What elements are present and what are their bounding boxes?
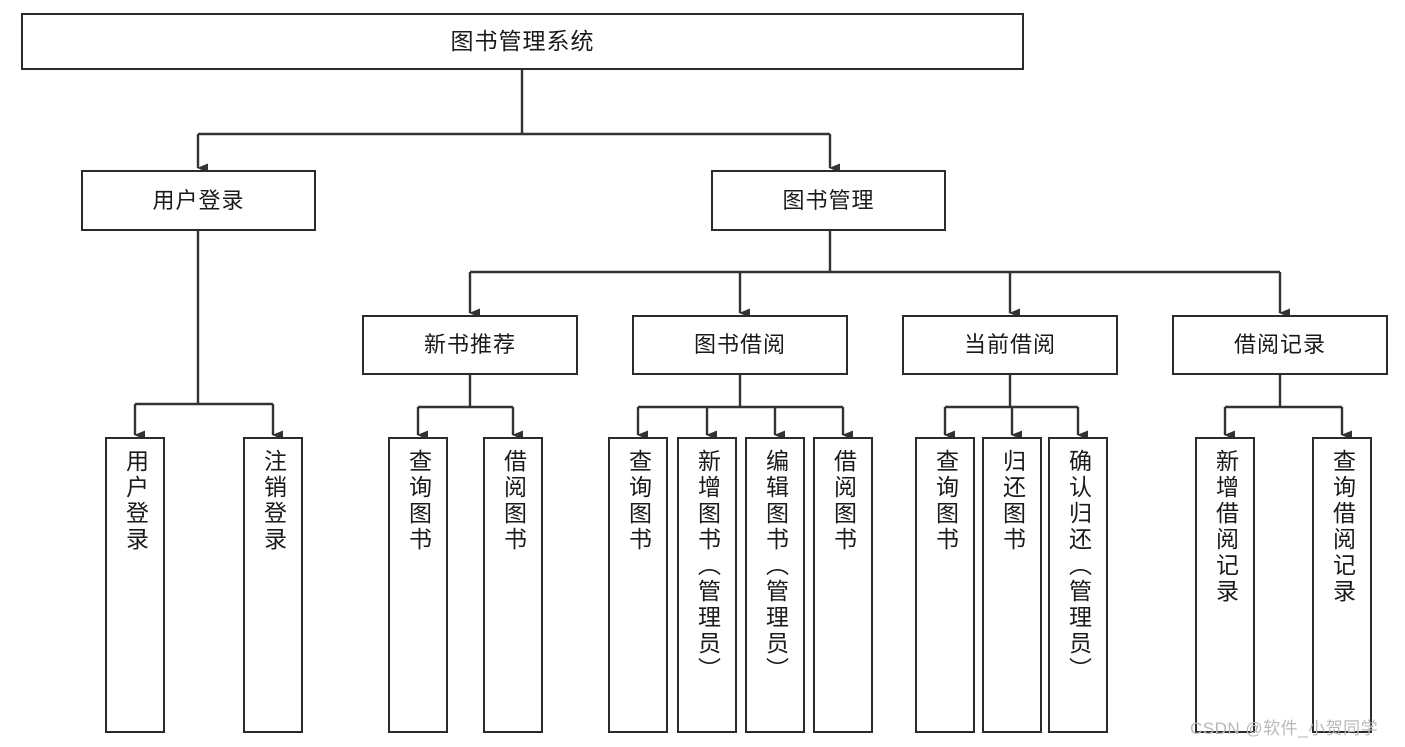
edge-group-user-login: [133, 231, 283, 440]
node-current-borrow-label: 当前借阅: [963, 332, 1056, 358]
node-leaf-confirm-return[interactable]: 确认归还（管理员）: [1048, 437, 1108, 733]
edge-group-new-book-recommend: [416, 375, 523, 440]
node-leaf-query-book-2[interactable]: 查询图书: [608, 437, 668, 733]
node-root[interactable]: 图书管理系统: [21, 13, 1024, 70]
edge-group-borrow-records: [1223, 375, 1352, 440]
node-leaf-query-book-1[interactable]: 查询图书: [388, 437, 448, 733]
node-new-book-recommend-label: 新书推荐: [423, 332, 516, 358]
node-book-borrow[interactable]: 图书借阅: [632, 315, 848, 375]
node-leaf-query-borrow-record-label: 查询借阅记录: [1329, 449, 1356, 605]
node-leaf-edit-book[interactable]: 编辑图书（管理员）: [745, 437, 805, 733]
node-book-borrow-label: 图书借阅: [693, 332, 786, 358]
node-leaf-add-borrow-record-label: 新增借阅记录: [1212, 449, 1239, 605]
node-leaf-borrow-book-2-label: 借阅图书: [830, 449, 857, 553]
node-borrow-records-label: 借阅记录: [1233, 332, 1326, 358]
node-leaf-borrow-book-1-label: 借阅图书: [500, 449, 527, 553]
node-leaf-borrow-book-1[interactable]: 借阅图书: [483, 437, 543, 733]
node-book-management[interactable]: 图书管理: [711, 170, 946, 231]
node-new-book-recommend[interactable]: 新书推荐: [362, 315, 578, 375]
node-leaf-edit-book-label: 编辑图书（管理员）: [762, 449, 789, 683]
edge-group-book-borrow: [636, 375, 853, 440]
edge-group-current-borrow: [943, 375, 1088, 440]
node-leaf-confirm-return-label: 确认归还（管理员）: [1065, 449, 1092, 683]
node-leaf-user-logout[interactable]: 注销登录: [243, 437, 303, 733]
node-leaf-user-login[interactable]: 用户登录: [105, 437, 165, 733]
node-leaf-query-book-2-label: 查询图书: [625, 449, 652, 553]
node-leaf-add-book[interactable]: 新增图书（管理员）: [677, 437, 737, 733]
node-leaf-add-borrow-record[interactable]: 新增借阅记录: [1195, 437, 1255, 733]
node-root-label: 图书管理系统: [450, 27, 595, 54]
edge-group-book-management: [468, 231, 1290, 318]
node-borrow-records[interactable]: 借阅记录: [1172, 315, 1388, 375]
node-user-login[interactable]: 用户登录: [81, 170, 316, 231]
node-leaf-user-logout-label: 注销登录: [260, 449, 287, 553]
node-leaf-query-book-3[interactable]: 查询图书: [915, 437, 975, 733]
node-leaf-query-book-1-label: 查询图书: [405, 449, 432, 553]
node-book-management-label: 图书管理: [782, 187, 875, 213]
node-user-login-label: 用户登录: [152, 187, 245, 213]
node-leaf-user-login-label: 用户登录: [122, 449, 149, 553]
node-leaf-return-book[interactable]: 归还图书: [982, 437, 1042, 733]
csdn-watermark: CSDN @软件_小贺同学: [1190, 719, 1379, 738]
node-leaf-return-book-label: 归还图书: [999, 449, 1026, 553]
node-leaf-add-book-label: 新增图书（管理员）: [694, 449, 721, 683]
edge-group-root: [196, 70, 840, 173]
node-current-borrow[interactable]: 当前借阅: [902, 315, 1118, 375]
node-leaf-query-borrow-record[interactable]: 查询借阅记录: [1312, 437, 1372, 733]
node-leaf-borrow-book-2[interactable]: 借阅图书: [813, 437, 873, 733]
node-leaf-query-book-3-label: 查询图书: [932, 449, 959, 553]
